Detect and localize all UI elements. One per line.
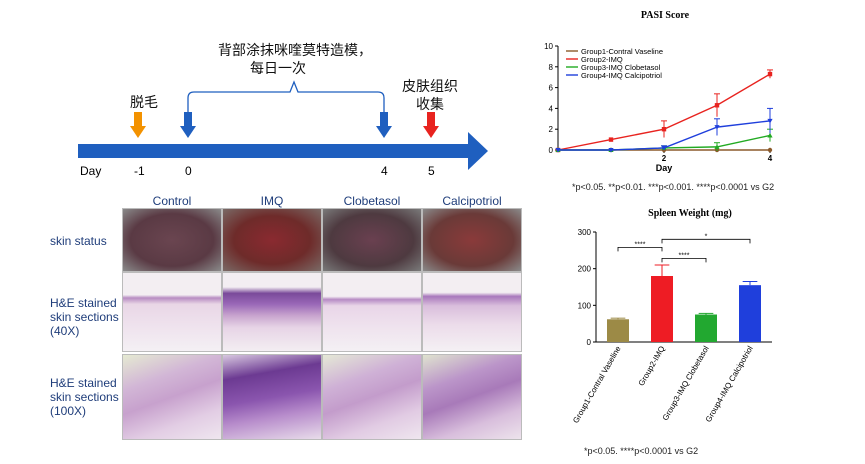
timeline-tick-minus1: -1 <box>134 164 145 178</box>
histology-panel: Control IMQ Clobetasol Calcipotriol skin… <box>30 192 530 442</box>
pasi-data-point <box>555 148 561 153</box>
pasi-legend-label: Group3-IMQ Clobetasol <box>581 63 661 72</box>
day0-down-arrow <box>180 112 196 138</box>
spleen-bar <box>739 285 761 342</box>
skin-photo-clobetasol <box>322 208 422 272</box>
harvest-down-arrow <box>423 112 439 138</box>
pasi-x-axis-label: Day <box>656 163 673 173</box>
row-label-line: H&E stained <box>50 376 117 390</box>
spleen-y-tick-label: 100 <box>578 301 592 310</box>
spleen-x-tick-label: Group1-Contral Vaseline <box>571 344 623 425</box>
spleen-bar <box>651 276 673 342</box>
spleen-y-tick-label: 300 <box>578 228 592 237</box>
timeline-tick-5: 5 <box>428 164 435 178</box>
row-label-line: (40X) <box>50 324 80 338</box>
spleen-bar <box>607 319 629 342</box>
he-40x-imq <box>222 272 322 352</box>
row-label-skin-status: skin status <box>50 234 107 248</box>
pasi-series-line <box>557 73 771 151</box>
spleen-x-tick-label: Group3-IMQ Clobetasol <box>661 344 711 422</box>
spleen-x-tick-label: Group2-IMQ <box>637 345 667 388</box>
pasi-y-tick-label: 2 <box>549 125 554 134</box>
column-label-control: Control <box>152 194 192 208</box>
spleen-significance-label: * <box>705 233 708 240</box>
pasi-y-tick-label: 8 <box>549 63 554 72</box>
pasi-data-point <box>608 137 614 142</box>
treatment-label-2: 每日一次 <box>250 61 306 77</box>
row-label-he-100x: H&E stained skin sections (100X) <box>50 376 119 418</box>
spleen-significance-bracket <box>617 247 663 252</box>
shave-down-arrow <box>130 112 146 138</box>
pasi-chart-title: PASI Score <box>640 10 690 21</box>
spleen-y-tick-label: 200 <box>578 265 592 274</box>
pasi-data-point <box>714 103 720 108</box>
treatment-label: 背部涂抹咪喹莫特造模， <box>218 43 372 59</box>
row-label-line: skin sections <box>50 310 119 324</box>
he-40x-clobetasol <box>322 272 422 352</box>
spleen-significance-label: **** <box>635 241 646 248</box>
he-100x-control <box>122 354 222 440</box>
spleen-x-tick-label: Group4-IMQ Calcipotriol <box>704 344 755 423</box>
treatment-bracket <box>187 80 385 116</box>
pasi-y-tick-label: 0 <box>549 146 554 155</box>
he-40x-control <box>122 272 222 352</box>
shave-label: 脱毛 <box>130 95 158 111</box>
he-100x-clobetasol <box>322 354 422 440</box>
he-100x-imq <box>222 354 322 440</box>
he-100x-calcipotriol <box>422 354 522 440</box>
row-label-he-40x: H&E stained skin sections (40X) <box>50 296 119 338</box>
timeline-arrow-body <box>78 144 470 158</box>
spleen-chart-title: Spleen Weight (mg) <box>648 208 732 219</box>
timeline-arrow-head <box>468 132 488 170</box>
pasi-data-point <box>767 118 773 124</box>
pasi-data-point <box>661 145 667 151</box>
spleen-significance-bracket <box>661 238 751 244</box>
timeline-tick-day: Day <box>80 164 102 178</box>
row-label-line: (100X) <box>50 404 87 418</box>
pasi-data-point <box>767 71 773 77</box>
timeline-panel: 背部涂抹咪喹莫特造模， 每日一次 脱毛 皮肤组织 收集 Day -1 0 4 5 <box>70 30 500 190</box>
spleen-y-tick-label: 0 <box>587 338 592 347</box>
pasi-data-point <box>608 148 614 153</box>
harvest-label: 皮肤组织 <box>402 79 458 95</box>
pasi-data-point <box>767 132 773 138</box>
timeline-svg <box>78 80 488 170</box>
spleen-footnote: *p<0.05. ****p<0.0001 vs G2 <box>584 446 699 456</box>
pasi-legend-label: Group4-IMQ Calcipotriol <box>581 71 662 80</box>
pasi-y-tick-label: 4 <box>549 104 554 113</box>
spleen-bar <box>695 314 717 342</box>
row-label-line: H&E stained <box>50 296 117 310</box>
pasi-x-tick-label: 2 <box>662 154 667 163</box>
pasi-y-tick-label: 10 <box>544 42 553 51</box>
pasi-data-point <box>767 147 773 153</box>
skin-photo-imq <box>222 208 322 272</box>
spleen-significance-bracket <box>661 258 707 263</box>
pasi-footnote: *p<0.05. **p<0.01. ***p<0.001. ****p<0.0… <box>572 182 775 192</box>
row-label-line: skin status <box>50 234 107 248</box>
day4-down-arrow <box>376 112 392 138</box>
pasi-data-point <box>661 127 667 132</box>
pasi-legend-label: Group2-IMQ <box>581 55 623 64</box>
pasi-data-point <box>714 144 720 149</box>
pasi-x-tick-label: 4 <box>768 154 773 163</box>
column-label-imq: IMQ <box>260 194 284 208</box>
column-label-calcipotriol: Calcipotriol <box>442 194 502 208</box>
column-label-clobetasol: Clobetasol <box>343 194 401 208</box>
pasi-y-tick-label: 6 <box>549 84 554 93</box>
harvest-label-2: 收集 <box>416 97 444 113</box>
spleen-significance-label: **** <box>679 252 690 259</box>
he-40x-calcipotriol <box>422 272 522 352</box>
pasi-data-point <box>714 125 720 130</box>
row-label-line: skin sections <box>50 390 119 404</box>
timeline-tick-0: 0 <box>185 164 192 178</box>
timeline-tick-4: 4 <box>381 164 388 178</box>
pasi-legend-label: Group1-Contral Vaseline <box>581 47 663 56</box>
skin-photo-calcipotriol <box>422 208 522 272</box>
skin-photo-control <box>122 208 222 272</box>
